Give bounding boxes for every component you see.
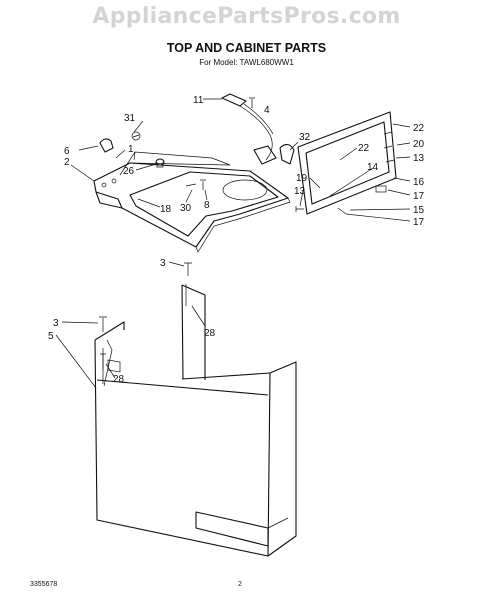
callout-13-left: 13 bbox=[294, 186, 306, 197]
callout-1: 1 bbox=[128, 144, 134, 155]
knob-part bbox=[155, 158, 165, 168]
callout-32: 32 bbox=[299, 132, 311, 143]
lid-switch-harness bbox=[221, 93, 295, 165]
top-panel bbox=[93, 151, 291, 253]
page-title: TOP AND CABINET PARTS bbox=[166, 41, 327, 55]
callout-17-bottom: 17 bbox=[413, 217, 425, 228]
callout-6: 6 bbox=[64, 146, 70, 157]
callout-31: 31 bbox=[124, 113, 136, 124]
cabinet-screws bbox=[99, 262, 192, 370]
lid-assembly bbox=[297, 111, 397, 215]
callout-2: 2 bbox=[64, 157, 70, 168]
callout-28-left: 28 bbox=[113, 374, 125, 385]
page-number: 2 bbox=[238, 581, 242, 588]
screws bbox=[185, 97, 304, 212]
callout-numbers: 11 4 31 6 2 1 26 18 30 8 32 22 22 20 13 … bbox=[48, 95, 425, 385]
callout-26: 26 bbox=[123, 166, 135, 177]
callout-3-left: 3 bbox=[53, 318, 59, 329]
callout-20: 20 bbox=[413, 139, 425, 150]
callout-13-right: 13 bbox=[413, 153, 425, 164]
callout-22-mid: 22 bbox=[358, 143, 370, 154]
callout-28-right: 28 bbox=[204, 328, 216, 339]
document-number: 3355678 bbox=[30, 581, 58, 588]
callout-16: 16 bbox=[413, 177, 425, 188]
cabinet bbox=[94, 284, 297, 557]
hinge-clip bbox=[99, 131, 141, 153]
callout-18: 18 bbox=[160, 204, 172, 215]
callout-4: 4 bbox=[264, 105, 270, 116]
callout-22-top: 22 bbox=[413, 123, 425, 134]
model-line: For Model: TAWL680WW1 bbox=[199, 58, 294, 67]
callout-30: 30 bbox=[180, 203, 192, 214]
callout-3-top: 3 bbox=[160, 258, 166, 269]
callout-19: 19 bbox=[296, 173, 308, 184]
callout-15: 15 bbox=[413, 205, 425, 216]
watermark: AppliancePartsPros.com bbox=[92, 4, 401, 29]
leader-lines bbox=[55, 98, 411, 389]
callout-8: 8 bbox=[204, 200, 210, 211]
callout-14: 14 bbox=[367, 162, 379, 173]
callout-11: 11 bbox=[193, 95, 204, 106]
callout-5: 5 bbox=[48, 331, 54, 342]
callout-17-top: 17 bbox=[413, 191, 425, 202]
